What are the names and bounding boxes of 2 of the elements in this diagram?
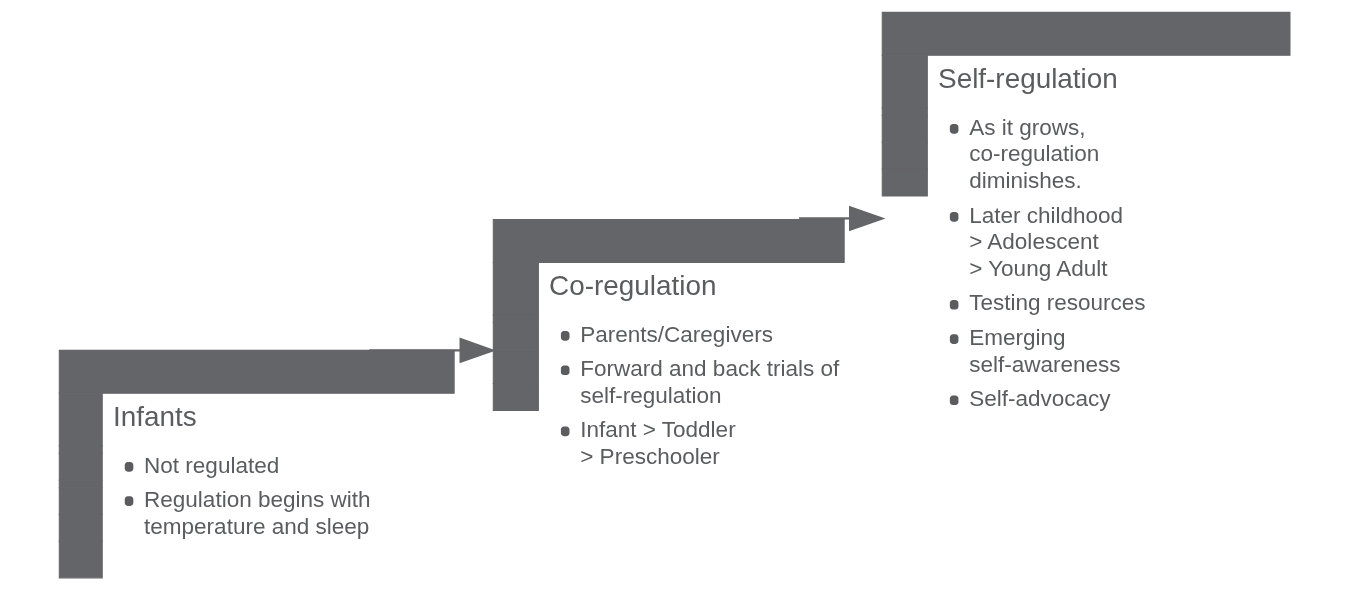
- node-label: Self-advocacy: [968, 385, 1111, 411]
- node-label: > Preschooler: [579, 443, 720, 469]
